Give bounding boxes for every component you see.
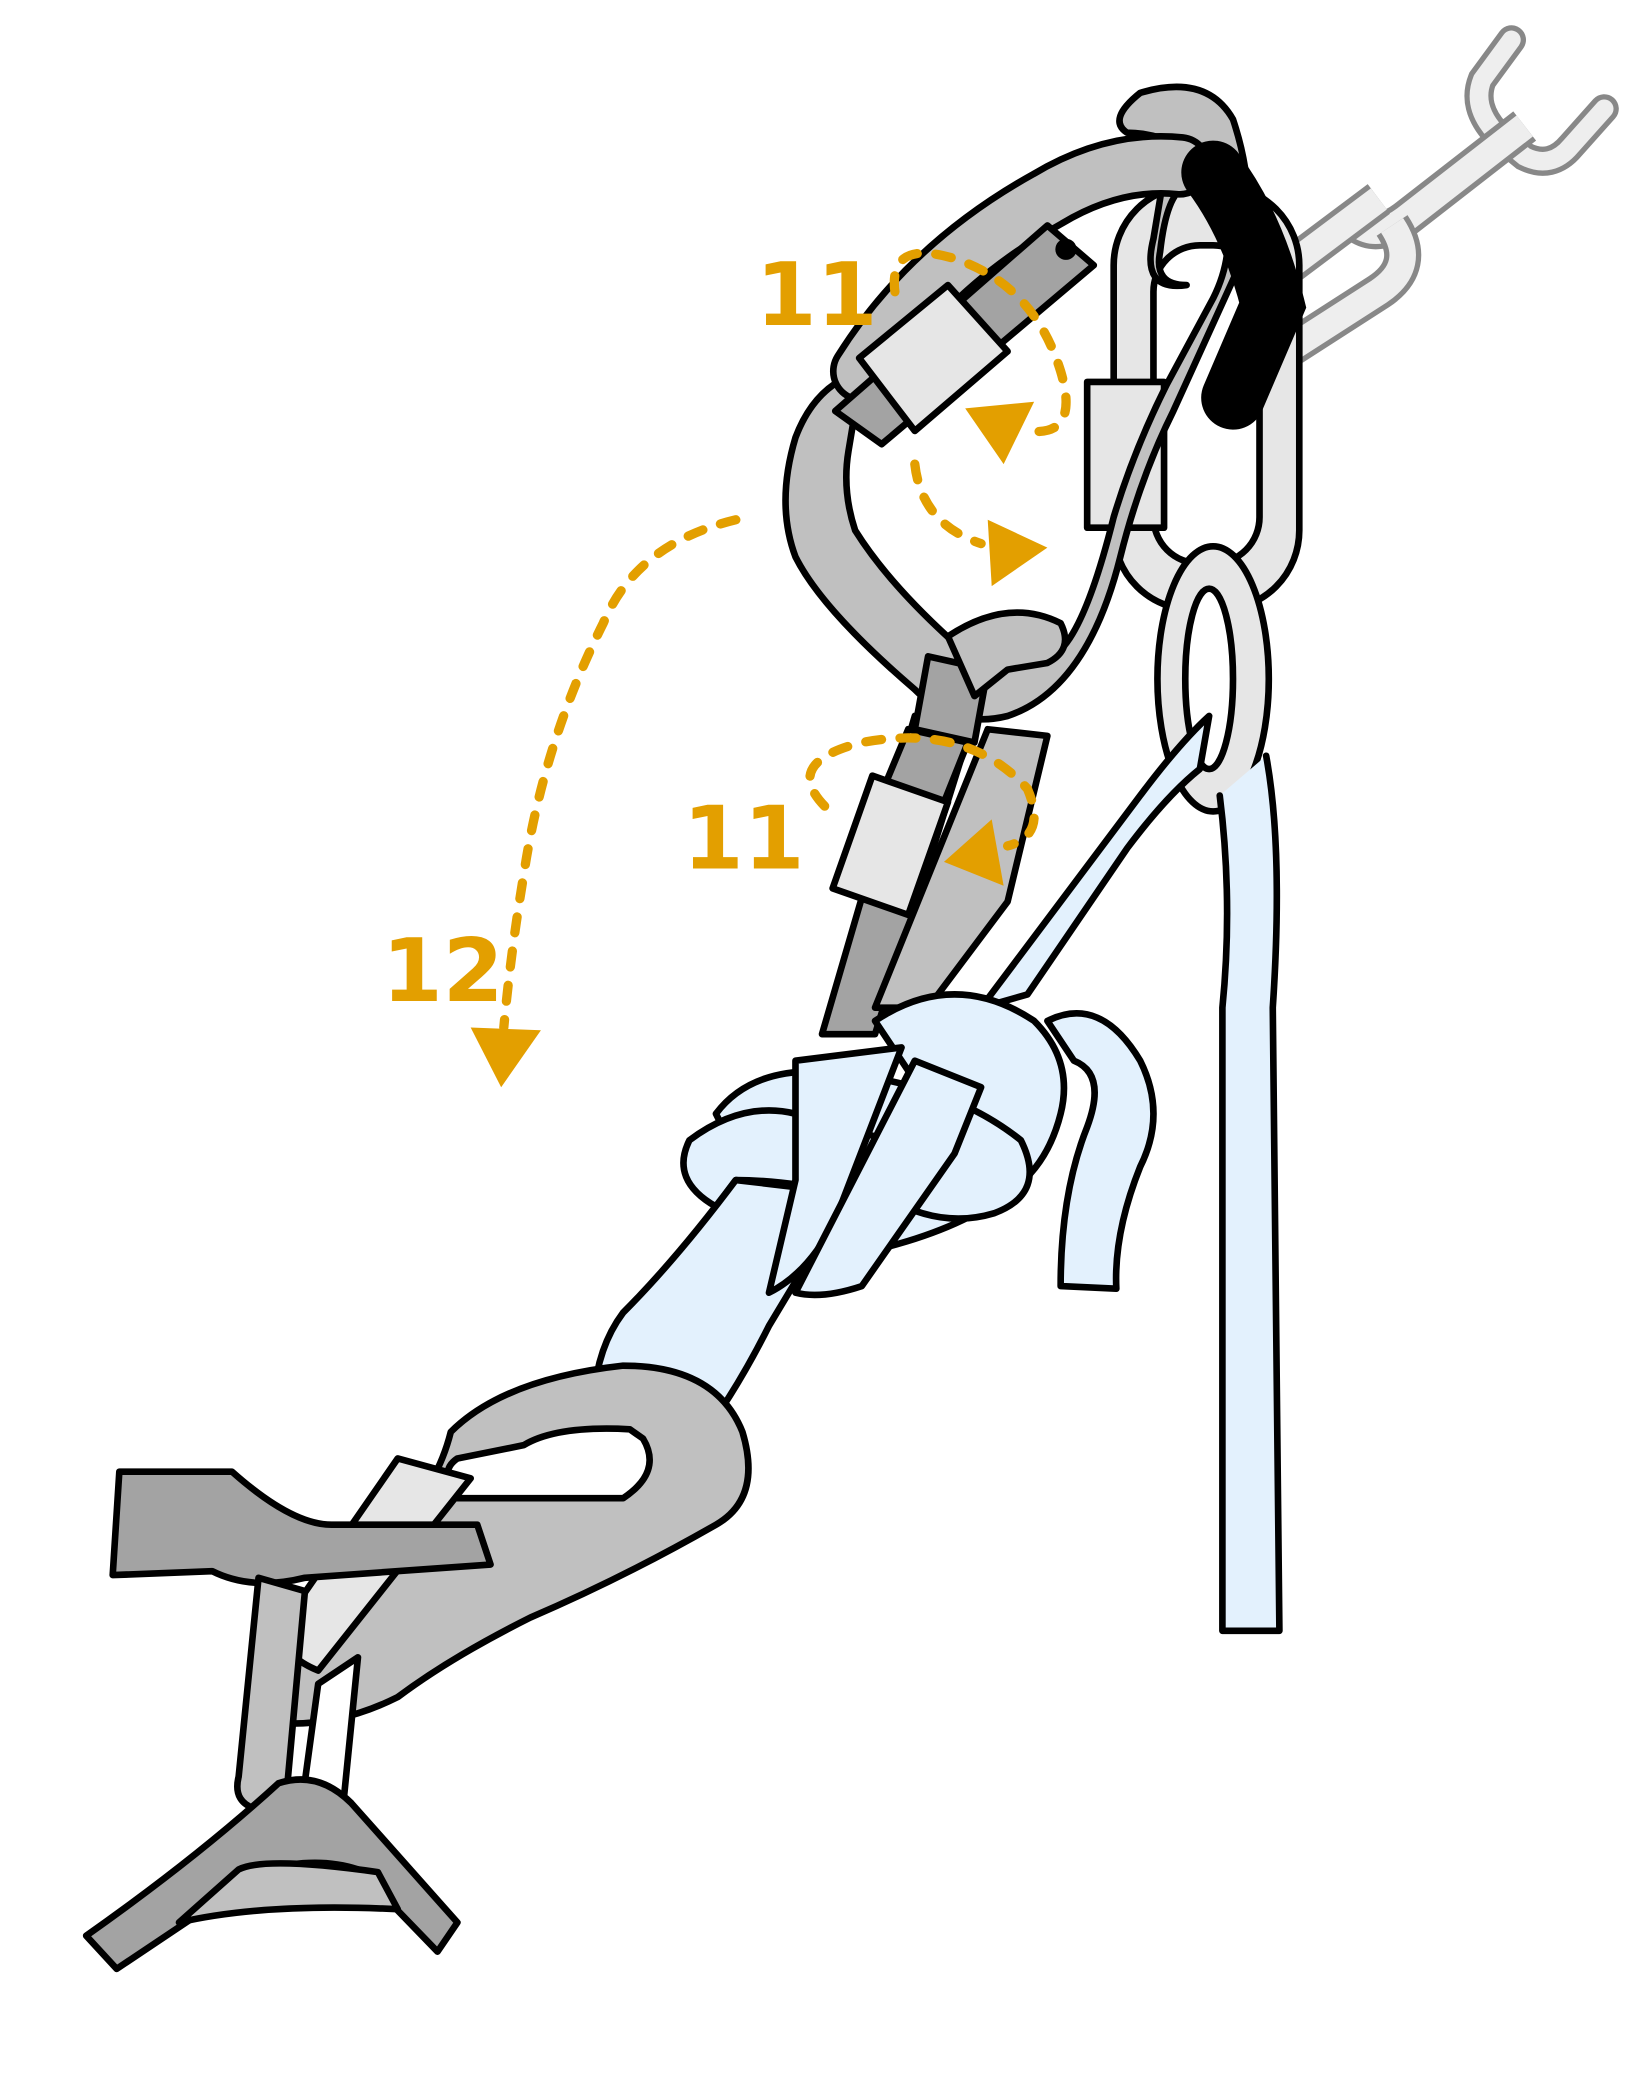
- rotation-arrow-top: [889, 248, 1071, 587]
- step-label-middle: 11: [683, 787, 805, 889]
- step-label-left: 12: [382, 920, 504, 1022]
- harness-webbing: [82, 1468, 494, 1973]
- step-label-top: 11: [756, 244, 878, 346]
- anchor-chain: [1261, 25, 1619, 368]
- rotation-arrow-middle: [805, 733, 1039, 886]
- lower-carabiner-gate: [829, 609, 1069, 919]
- swing-arrow: [470, 515, 741, 1088]
- top-carabiner-gate: [831, 222, 1098, 448]
- rope-strand: [1216, 752, 1283, 1635]
